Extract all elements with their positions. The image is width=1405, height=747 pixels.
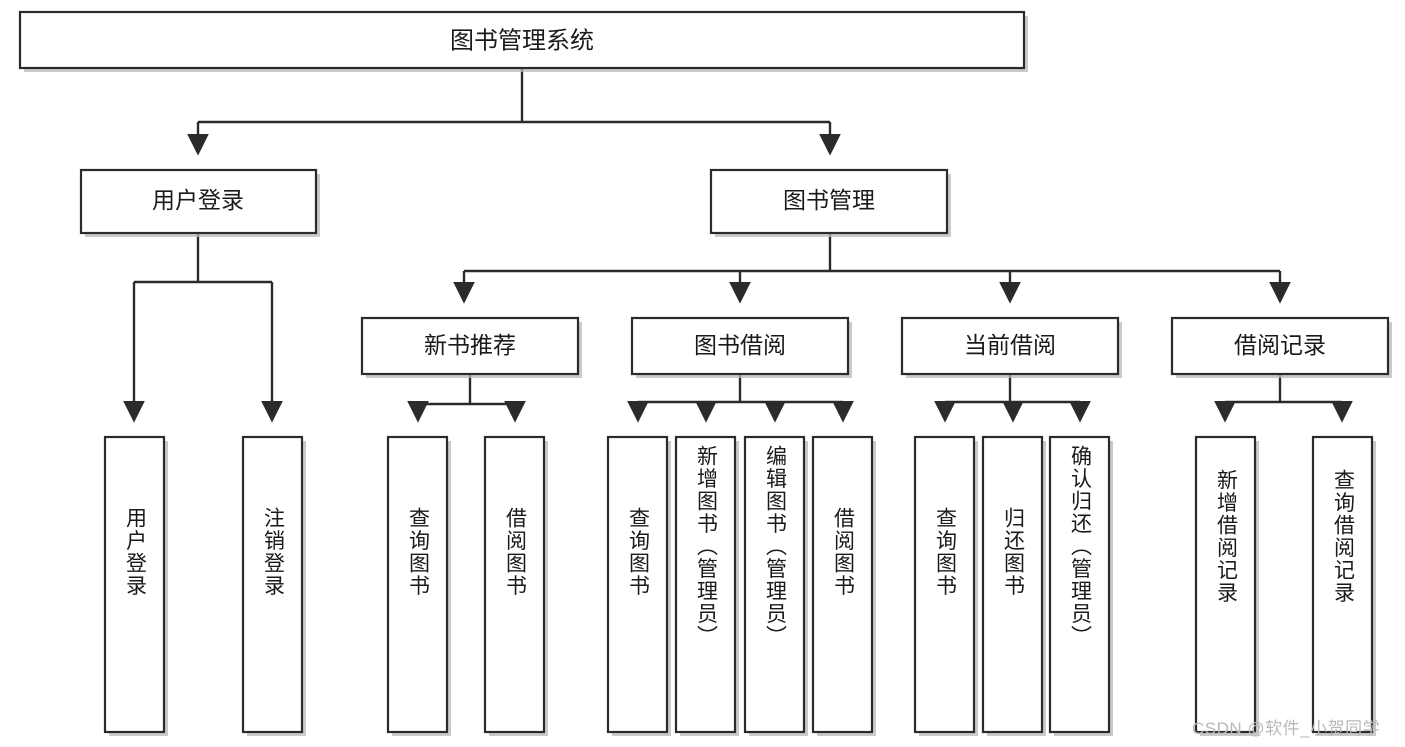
- node-leaf-nb-query-box[interactable]: [386, 435, 449, 734]
- node-leaf-bb-borrow-box[interactable]: [811, 435, 874, 734]
- node-leaf-bb-edit-box[interactable]: [743, 435, 806, 734]
- node-book-manage-box[interactable]: [709, 168, 949, 235]
- node-user-login-label: 用户登录: [152, 187, 244, 213]
- node-leaf-cb-confirm-box[interactable]: [1048, 435, 1111, 734]
- node-book-borrow-label: 图书借阅: [694, 332, 786, 358]
- node-leaf-cb-query-box[interactable]: [913, 435, 976, 734]
- node-layer: 图书管理系统 用户登录 图书管理 新书推荐 图书借阅 当前借阅 借阅记录: [18, 10, 1392, 736]
- node-leaf-user-login-box[interactable]: [103, 435, 166, 734]
- node-leaf-br-add-box[interactable]: [1194, 435, 1257, 734]
- node-book-borrow-box[interactable]: [630, 316, 850, 376]
- node-leaf-logout-box[interactable]: [241, 435, 304, 734]
- node-new-book-label: 新书推荐: [424, 332, 516, 358]
- node-user-login-box[interactable]: [79, 168, 318, 235]
- node-leaf-cb-return-box[interactable]: [981, 435, 1044, 734]
- node-current-borrow-label: 当前借阅: [964, 332, 1056, 358]
- node-book-manage-label: 图书管理: [783, 187, 875, 213]
- node-leaf-bb-query-box[interactable]: [606, 435, 669, 734]
- connector-layer: [123, 68, 1353, 423]
- node-borrow-record-label: 借阅记录: [1234, 332, 1326, 358]
- node-leaf-nb-borrow-box[interactable]: [483, 435, 546, 734]
- node-borrow-record-box[interactable]: [1170, 316, 1390, 376]
- node-new-book-box[interactable]: [360, 316, 580, 376]
- node-root-label: 图书管理系统: [450, 27, 594, 54]
- node-root-box[interactable]: [18, 10, 1026, 70]
- node-leaf-br-query-box[interactable]: [1311, 435, 1374, 734]
- node-leaf-bb-add-box[interactable]: [674, 435, 737, 734]
- node-current-borrow-box[interactable]: [900, 316, 1120, 376]
